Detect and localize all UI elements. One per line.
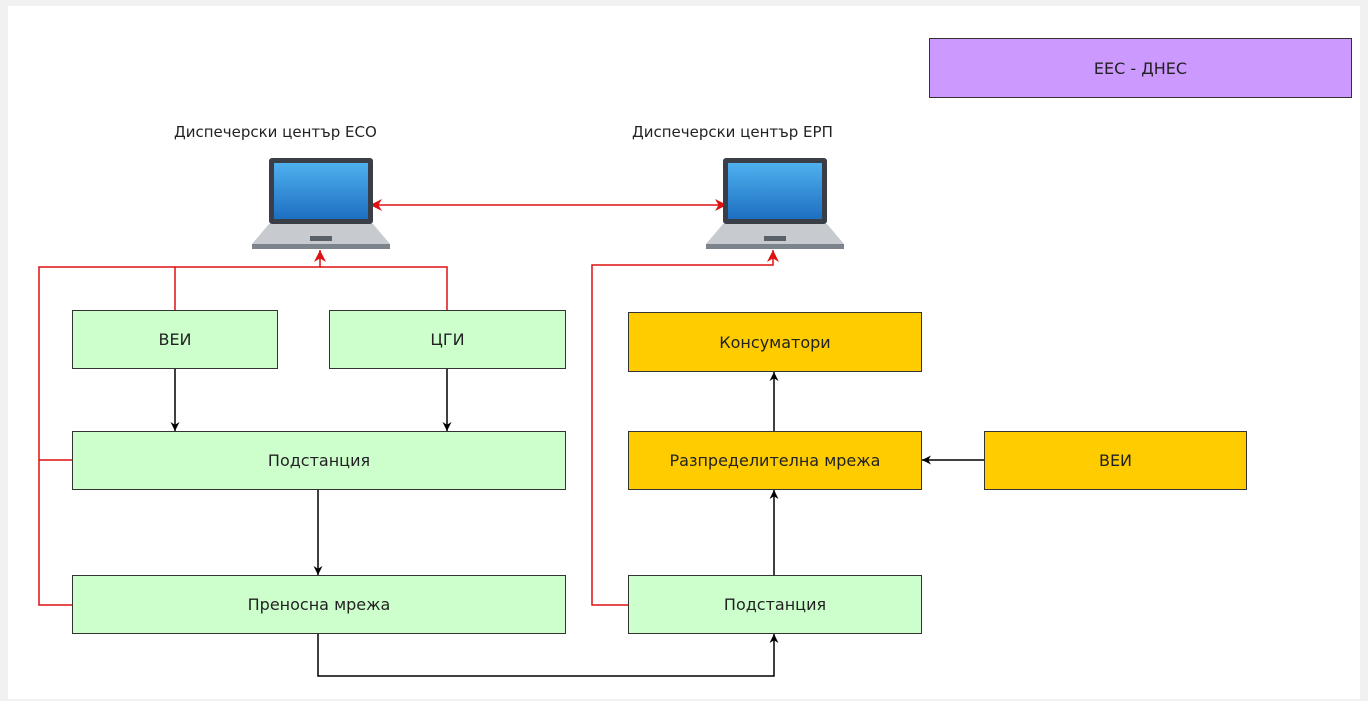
distribution-grid-label: Разпределителна мрежа <box>669 451 881 470</box>
distribution-grid-box: Разпределителна мрежа <box>628 431 922 490</box>
eso-dispatch-caption: Диспечерски център ЕСО <box>174 123 377 141</box>
cgi-box: ЦГИ <box>329 310 566 369</box>
transmission-grid-label: Преносна мрежа <box>247 595 391 614</box>
consumers-label: Консуматори <box>719 332 831 352</box>
distribution-substation-label: Подстанция <box>723 595 827 614</box>
title-label: ЕЕС - ДНЕС <box>1093 58 1188 78</box>
transmission-grid-box: Преносна мрежа <box>72 575 566 634</box>
laptop-icon <box>252 158 390 249</box>
erp-dispatch-caption: Диспечерски център ЕРП <box>632 123 833 141</box>
res-right-box: ВЕИ <box>984 431 1247 490</box>
res-left-box: ВЕИ <box>72 310 278 369</box>
res-left-label: ВЕИ <box>158 330 192 349</box>
laptop-icon <box>706 158 844 249</box>
transmission-substation-box: Подстанция <box>72 431 566 490</box>
res-right-label: ВЕИ <box>1098 451 1133 470</box>
transmission-substation-label: Подстанция <box>267 451 371 470</box>
title-box: ЕЕС - ДНЕС <box>929 38 1352 98</box>
distribution-substation-box: Подстанция <box>628 575 922 634</box>
cgi-label: ЦГИ <box>430 330 465 349</box>
consumers-box: Консуматори <box>628 312 922 372</box>
